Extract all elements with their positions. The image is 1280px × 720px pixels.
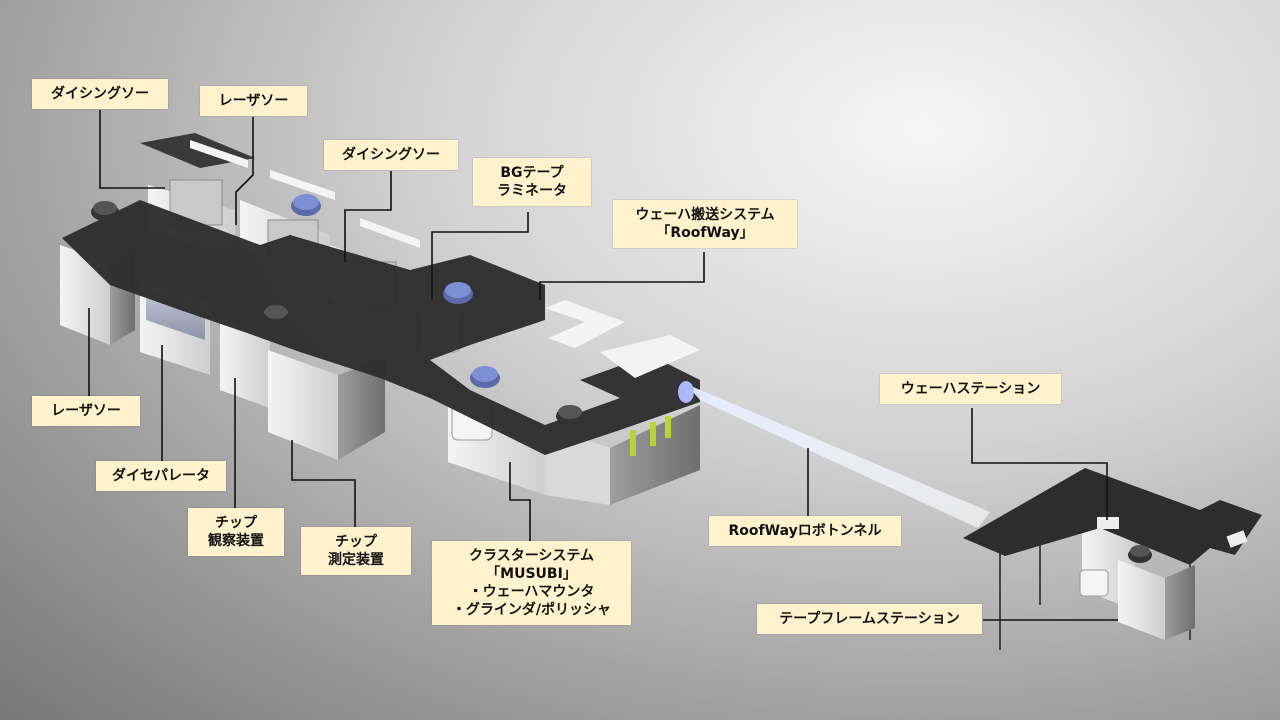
cluster-system-side [610, 405, 700, 505]
label-die-separator: ダイセパレータ [96, 461, 226, 491]
label-laser-saw-top: レーザソー [200, 86, 307, 116]
label-chip-measurement: チップ測定装置 [301, 527, 411, 575]
label-roofway-robot-tunnel: RoofWayロボトンネル [709, 516, 901, 546]
label-cluster-system-musubi: クラスターシステム「MUSUBI」・ウェーハマウンタ・グラインダ/ポリッシャ [432, 541, 631, 625]
chip-measurement-side [338, 358, 385, 460]
tape-frame-station-side [1165, 565, 1195, 640]
roof-panel [270, 170, 335, 200]
roofway-robot-tunnel [686, 384, 990, 528]
chip-observation-cabinet [220, 318, 270, 408]
roof-panel [190, 140, 248, 168]
status-indicator [650, 422, 656, 446]
label-wafer-station: ウェーハステーション [880, 374, 1061, 404]
robot-head-icon [1128, 545, 1152, 563]
roof-opening [1226, 530, 1248, 548]
tape-frame-station-cabinet [1118, 560, 1165, 640]
robot-head-icon [91, 201, 119, 221]
wafer-cap-icon [470, 366, 500, 388]
status-indicator [630, 430, 636, 456]
roof-panel [360, 218, 420, 248]
wafer-cap-icon [291, 194, 321, 216]
label-bg-tape-laminator: BGテープラミネータ [473, 158, 591, 206]
roof-panel [545, 300, 625, 348]
wafer-cap-icon [443, 282, 473, 304]
equipment-cluster [60, 133, 700, 505]
label-tape-frame-station: テープフレームステーション [757, 604, 982, 634]
roofway-track-roof [62, 200, 700, 455]
wafer-station-group [963, 468, 1262, 650]
label-chip-observation: チップ観察装置 [188, 508, 284, 556]
wafer-station-roof [963, 468, 1262, 565]
roof-panel [600, 335, 700, 378]
wafer-cup [1079, 569, 1109, 597]
tunnel-light-icon [678, 381, 694, 403]
robot-head-icon [556, 405, 584, 425]
chip-measurement-cabinet [268, 350, 338, 460]
status-indicator [665, 416, 671, 438]
label-wafer-transport-roofway: ウェーハ搬送システム「RoofWay」 [613, 200, 797, 248]
roof-opening [1097, 517, 1119, 529]
leader-lines [88, 110, 1118, 621]
label-laser-saw-bottom: レーザソー [32, 396, 140, 426]
label-dicing-saw-1: ダイシングソー [32, 79, 168, 109]
robot-head-icon [262, 305, 290, 325]
label-dicing-saw-2: ダイシングソー [324, 140, 458, 170]
